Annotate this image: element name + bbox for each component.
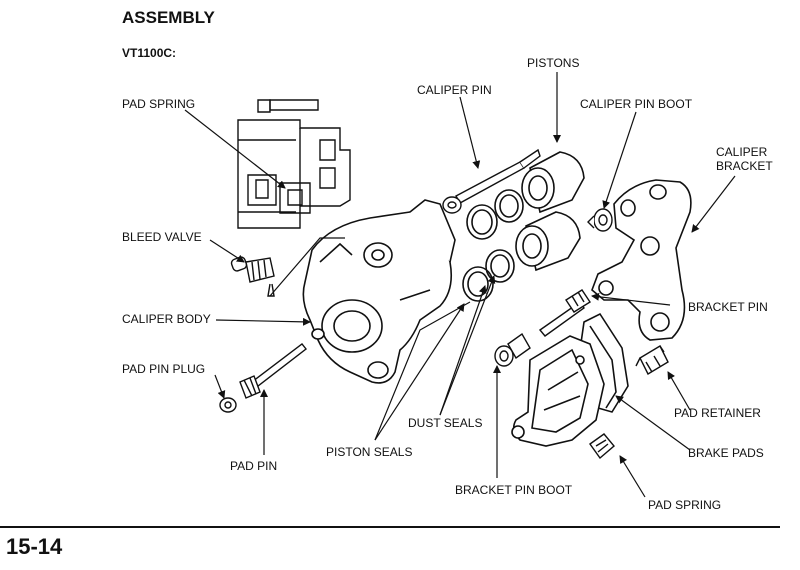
label-bracket-pin-boot: BRACKET PIN BOOT [455,483,573,497]
label-brake-pads: BRAKE PADS [688,446,764,460]
footer-rule [0,526,780,528]
label-pad-pin-plug: PAD PIN PLUG [122,362,206,376]
section-title: ASSEMBLY [122,8,215,27]
label-dust-seals: DUST SEALS [408,416,483,430]
label-caliper-pin: CALIPER PIN [417,83,492,97]
caliper-pin-boot-drawing [588,209,612,231]
pad-pin-drawing [220,344,306,412]
dust-seals-drawing [486,190,523,282]
label-pad-retainer: PAD RETAINER [674,406,761,420]
model-label: VT1100C: [122,46,177,60]
label-caliper-bracket-line1: CALIPER [716,145,768,159]
piston-seals-drawing [463,205,497,301]
label-bracket-pin: BRACKET PIN [688,300,768,314]
label-piston-seals: PISTON SEALS [326,445,413,459]
page-number: 15-14 [6,534,63,559]
label-caliper-bracket-line2: BRACKET [716,159,773,173]
pad-spring-small-drawing [590,434,614,458]
bleed-valve-drawing [230,256,274,296]
label-pad-pin: PAD PIN [230,459,278,473]
pad-retainer-drawing [636,346,668,374]
pad-spring-inset-drawing [238,100,350,228]
caliper-body-drawing [303,200,455,383]
caliper-pin-drawing [443,150,540,213]
pistons-drawing [516,152,584,270]
label-bleed-valve: BLEED VALVE [122,230,202,244]
label-caliper-body: CALIPER BODY [122,312,211,326]
label-caliper-pin-boot: CALIPER PIN BOOT [580,97,693,111]
leader-lines [185,72,735,497]
bracket-pin-drawing [540,290,590,336]
caliper-bracket-drawing [592,180,691,340]
label-pistons: PISTONS [527,56,580,70]
bracket-pin-boot-drawing [495,334,530,366]
label-pad-spring-top: PAD SPRING [122,97,196,111]
label-pad-spring-bottom: PAD SPRING [648,498,722,512]
brake-pads-drawing [512,314,628,446]
